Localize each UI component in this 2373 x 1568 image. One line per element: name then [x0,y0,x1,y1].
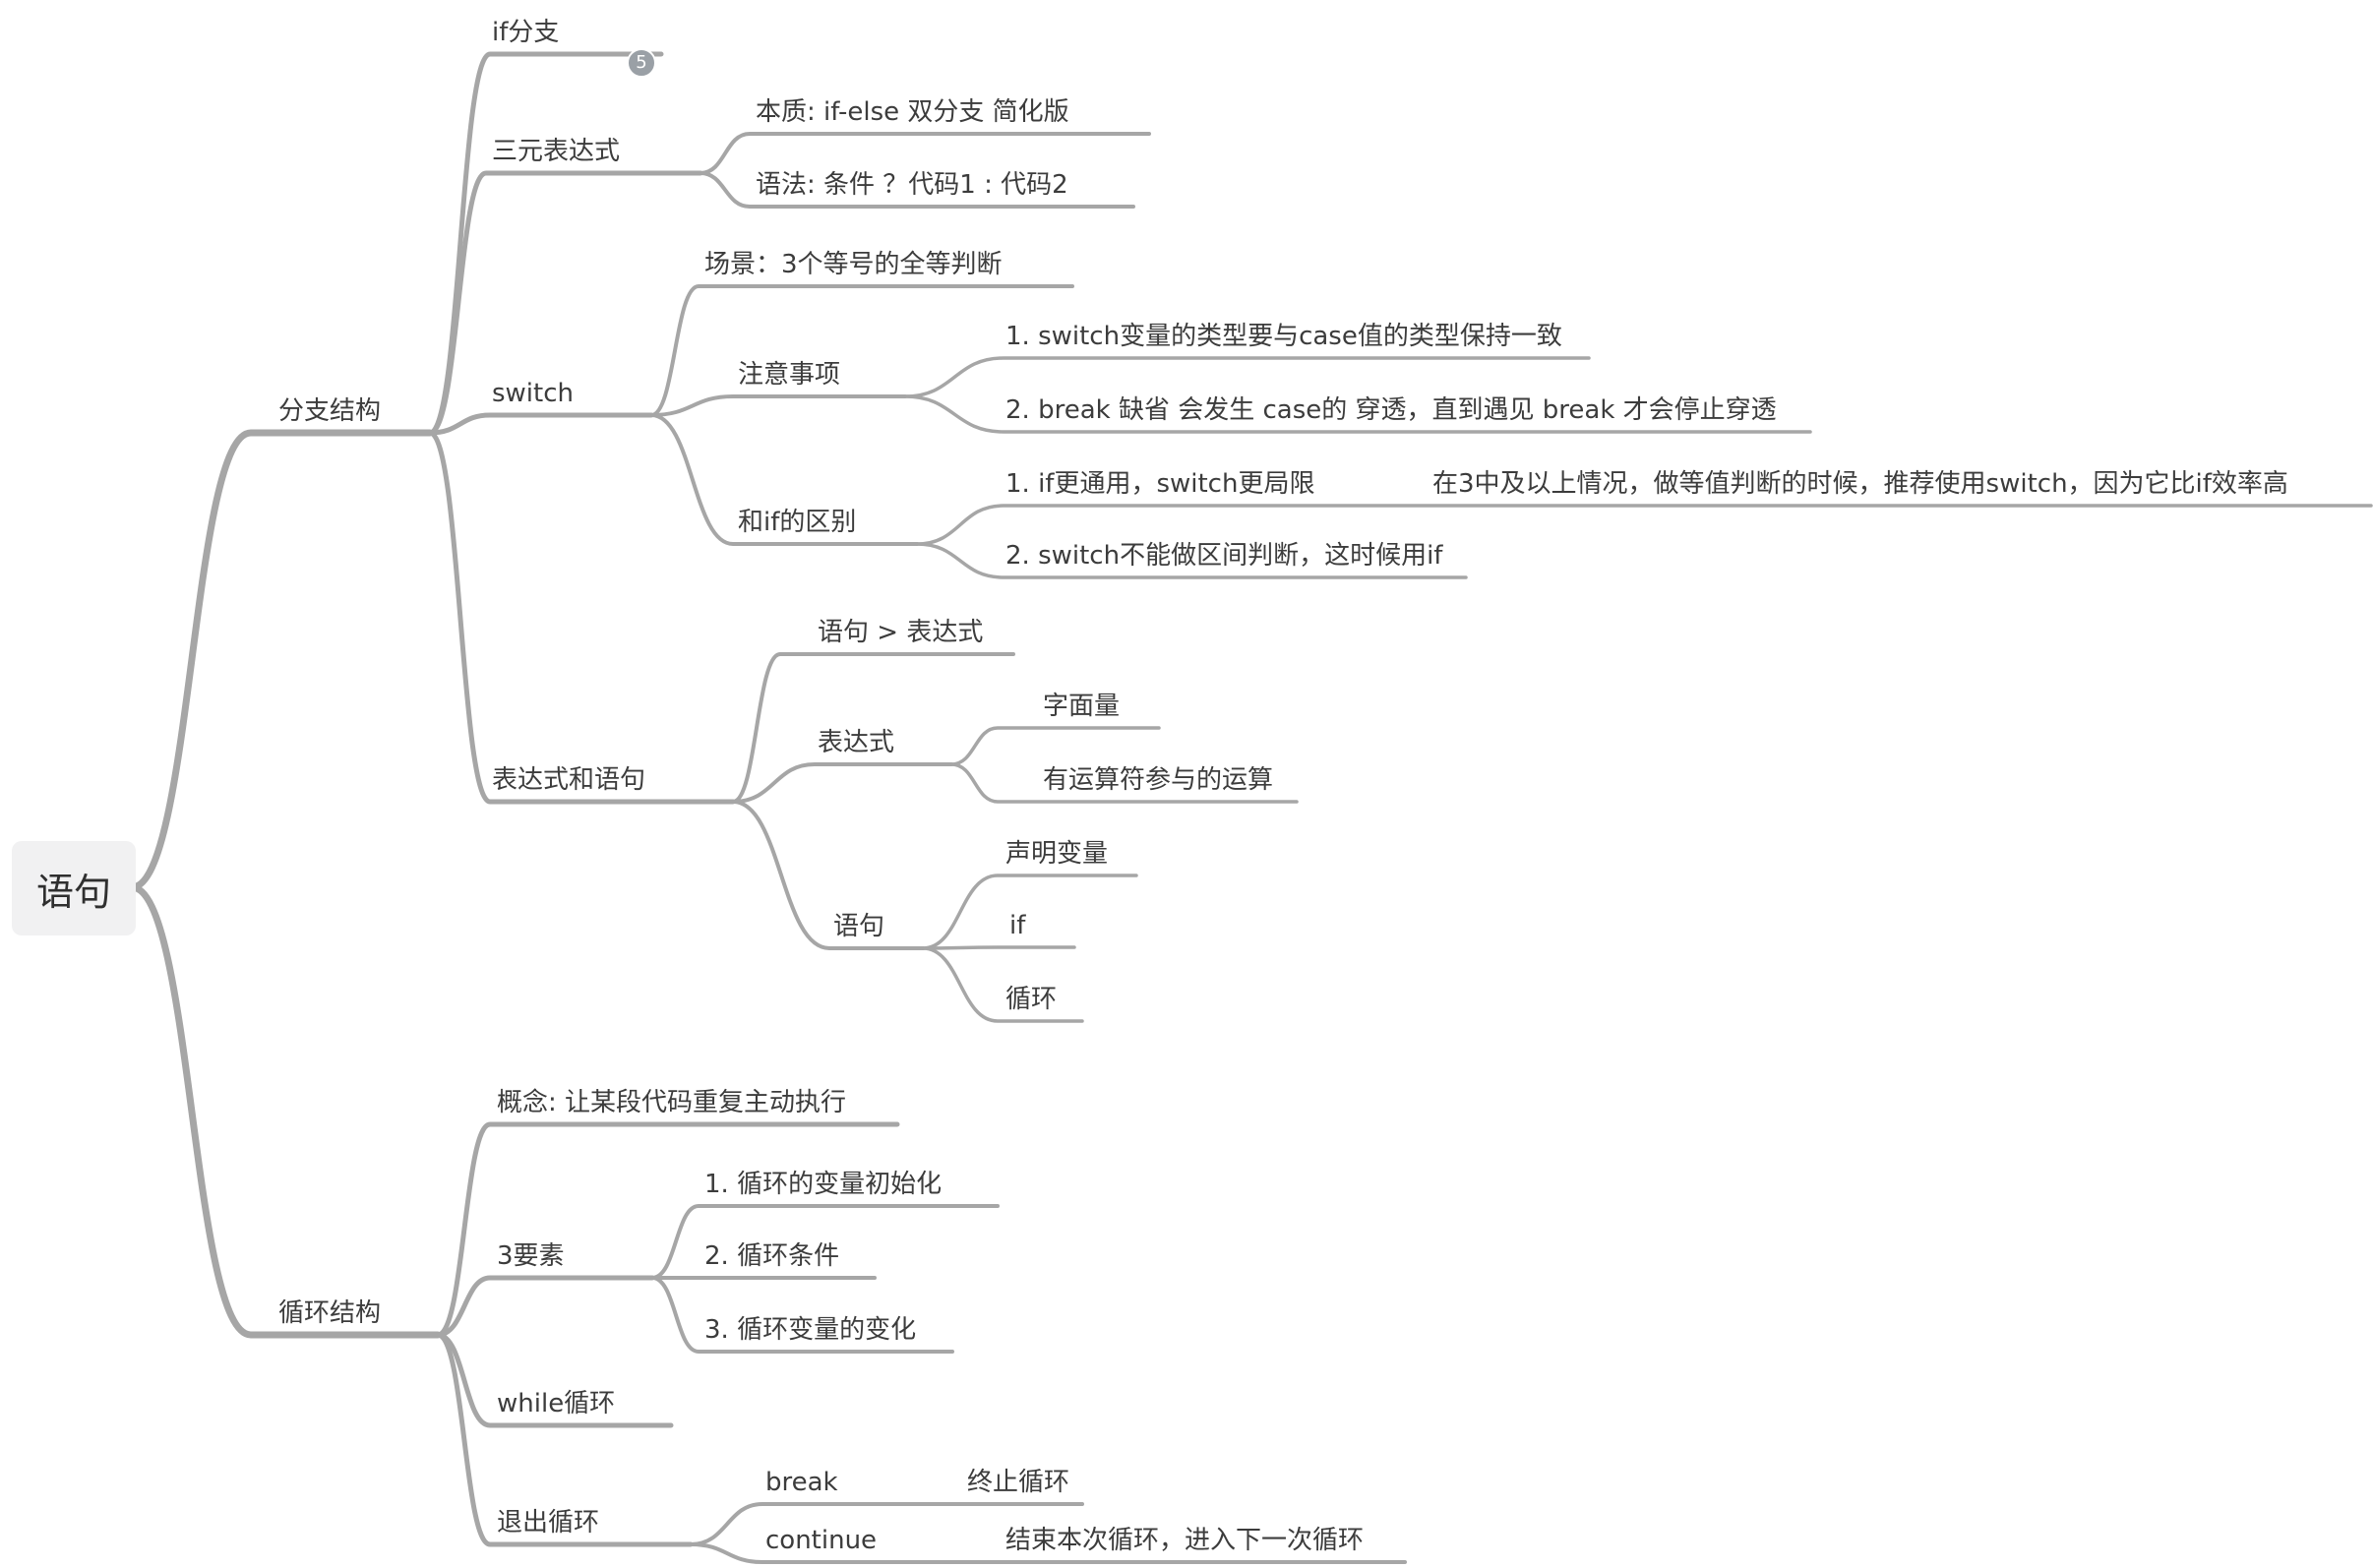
node-literal[interactable]: 字面量 [1043,692,1121,721]
node-switch-vs-if[interactable]: 和if的区别 [738,508,857,537]
node-stmt-loop[interactable]: 循环 [1005,985,1058,1014]
connector-switch-scene [649,284,1074,417]
node-vs-if-1[interactable]: 1. if更通用，switch更局限 [1005,469,1315,499]
node-switch-note-2[interactable]: 2. break 缺省 会发生 case的 穿透，直到遇见 break 才会停止… [1005,395,1777,425]
node-expr-and-stmt[interactable]: 表达式和语句 [492,765,646,795]
node-ternary-syntax[interactable]: 语法: 条件 ？代码1 : 代码2 [756,170,1068,200]
node-operator-calc[interactable]: 有运算符参与的运算 [1043,765,1274,795]
connector-vs-if-1 [915,504,2373,546]
connector-ternary-syntax [699,171,1135,209]
connector-switch-vs-if [649,413,919,546]
connector-three-elements [435,1275,655,1338]
node-statement[interactable]: 语句 [833,912,885,941]
connector-ternary-essence [699,132,1151,175]
node-elem-3[interactable]: 3. 循环变量的变化 [704,1315,917,1345]
node-elem-1[interactable]: 1. 循环的变量初始化 [704,1170,943,1199]
node-three-elements[interactable]: 3要素 [497,1241,565,1271]
connector-switch-note-1 [903,356,1591,398]
node-while-loop[interactable]: while循环 [497,1389,616,1418]
connector-expr-and-stmt [427,430,736,805]
note-vs-if-1[interactable]: 在3中及以上情况，做等值判断的时候，推荐使用switch，因为它比if效率高 [1432,469,2288,499]
node-stmt-gt-expr[interactable]: 语句 > 表达式 [818,618,984,647]
connector-continue [689,1542,1407,1564]
connector-loop-structure [128,883,442,1339]
connector-switch-note-2 [903,394,1812,434]
node-elem-2[interactable]: 2. 循环条件 [704,1241,840,1271]
connector-elem-3 [650,1276,954,1354]
connector-stmt-loop [921,946,1084,1023]
node-if-branch[interactable]: if分支 [492,18,560,47]
connector-declare-var [921,874,1138,950]
node-switch-scene[interactable]: 场景：3个等号的全等判断 [704,250,1003,279]
connector-while-loop [435,1332,674,1428]
node-switch-note-1[interactable]: 1. switch变量的类型要与case值的类型保持一致 [1005,322,1562,351]
node-break[interactable]: break [765,1468,838,1497]
node-exit-loop[interactable]: 退出循环 [497,1508,600,1538]
collapsed-count-badge[interactable]: 5 [627,48,656,78]
connector-switch [427,412,654,436]
connector-loop-concept [435,1121,900,1338]
connector-elem-1 [650,1204,1000,1280]
connector-break [689,1502,1084,1546]
node-branch-structure[interactable]: 分支结构 [278,396,382,426]
note-break[interactable]: 终止循环 [967,1468,1070,1497]
node-root[interactable]: 语句 [12,841,136,935]
connector-ternary [427,170,703,436]
note-continue[interactable]: 结束本次循环，进入下一次循环 [1005,1526,1365,1555]
connector-statement [731,800,925,950]
connector-exit-loop [435,1332,694,1547]
node-vs-if-2[interactable]: 2. switch不能做区间判断，这时候用if [1005,541,1443,571]
connector-branch-structure [128,429,434,891]
node-ternary[interactable]: 三元表达式 [492,137,621,166]
connector-stmt-if [921,945,1076,950]
connector-operator-calc [949,762,1299,804]
connector-stmt-gt-expr [731,652,1015,804]
node-switch-notes[interactable]: 注意事项 [738,360,841,390]
node-declare-var[interactable]: 声明变量 [1005,839,1109,869]
node-loop-structure[interactable]: 循环结构 [278,1298,382,1328]
node-continue[interactable]: continue [765,1526,878,1555]
connector-expression [731,762,953,804]
connector-literal [949,726,1161,766]
node-ternary-essence[interactable]: 本质: if-else 双分支 简化版 [756,97,1069,127]
node-switch[interactable]: switch [492,379,575,408]
node-loop-concept[interactable]: 概念: 让某段代码重复主动执行 [497,1088,847,1117]
connector-vs-if-2 [915,542,1468,579]
connector-switch-notes [649,394,907,417]
node-stmt-if[interactable]: if [1009,911,1026,940]
node-expression[interactable]: 表达式 [818,728,895,757]
